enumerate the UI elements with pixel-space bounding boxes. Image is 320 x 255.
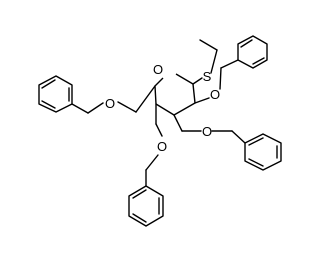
bond-ch2-ch3	[199, 39, 218, 51]
bond-c3-o3	[173, 114, 183, 132]
bond-ch2-ph2	[231, 130, 246, 144]
bond-c5-c6	[135, 85, 156, 113]
bond-o6-ch2	[87, 102, 104, 114]
bond-s-ch2	[210, 49, 218, 74]
bond-c1-s	[192, 77, 203, 85]
pyranose-ring	[154, 73, 196, 116]
bond-c6-o6	[117, 101, 137, 113]
bond-o4-ch2	[145, 154, 159, 171]
phenyl-ring-4	[38, 75, 73, 113]
oxygen-c3-label: O	[202, 124, 212, 139]
bond-c4-o4-b	[155, 123, 163, 137]
bond-c2-o2	[194, 97, 210, 104]
ring-oxygen-label: O	[153, 62, 163, 77]
bond-ch2-ph4	[71, 103, 89, 114]
bond-ch2-ph1	[220, 59, 239, 69]
phenyl-ring-1	[237, 35, 268, 69]
bond-o2-ch2	[219, 67, 222, 90]
oxygen-c6-label: O	[105, 96, 115, 111]
phenyl-ring-3	[128, 185, 164, 227]
sulfur-label: S	[203, 69, 212, 84]
oxygen-c2-label: O	[210, 87, 220, 102]
phenyl-ring-2	[244, 133, 282, 171]
oxygen-c4-label: O	[157, 139, 167, 154]
